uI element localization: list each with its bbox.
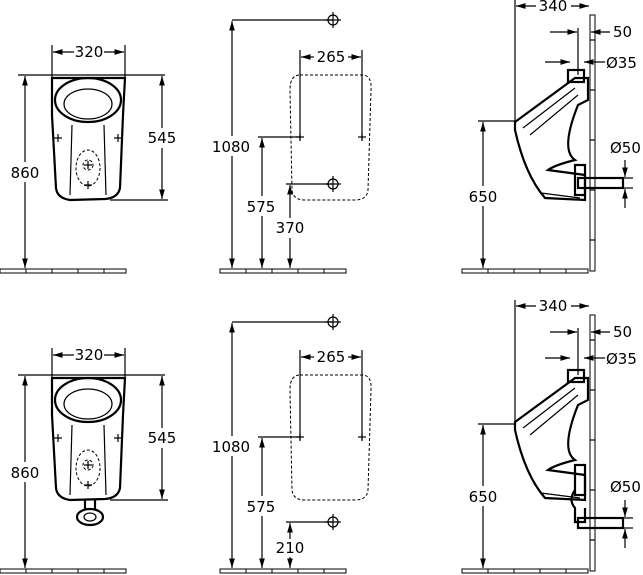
wall-view-top: 1080 265 575 370 — [212, 11, 372, 274]
bracket-width-label: 265 — [317, 348, 346, 366]
inlet-diameter-label: Ø35 — [606, 350, 637, 368]
wall-view-bottom: 1080 265 575 210 — [212, 313, 372, 574]
outlet-diameter-label: Ø50 — [610, 139, 641, 157]
bowl-height-label: 545 — [148, 429, 177, 447]
inlet-offset-label: 50 — [613, 23, 632, 41]
front-view-bottom: 320 860 545 — [0, 346, 180, 574]
front-view-top: 320 860 545 — [0, 43, 180, 274]
outlet-diameter-label: Ø50 — [610, 478, 641, 496]
inlet-height-label: 1080 — [212, 138, 250, 156]
inlet-diameter-label: Ø35 — [606, 54, 637, 72]
bowl-height-label: 545 — [148, 129, 177, 147]
inlet-offset-label: 50 — [613, 323, 632, 341]
width-label: 320 — [75, 346, 104, 364]
depth-label: 340 — [539, 297, 568, 315]
width-label: 320 — [75, 43, 104, 61]
side-view-top: 340 50 Ø35 650 Ø50 — [461, 0, 641, 274]
bracket-height-label: 575 — [247, 198, 276, 216]
rim-height-label: 650 — [469, 488, 498, 506]
total-height-label: 860 — [11, 164, 40, 182]
bracket-height-label: 575 — [247, 498, 276, 516]
rim-height-label: 650 — [469, 188, 498, 206]
depth-label: 340 — [539, 0, 568, 15]
outlet-height-label: 370 — [276, 219, 305, 237]
total-height-label: 860 — [11, 464, 40, 482]
outlet-height-label: 210 — [276, 539, 305, 557]
side-view-bottom: 340 50 Ø35 650 Ø50 — [461, 297, 641, 574]
inlet-height-label: 1080 — [212, 438, 250, 456]
bracket-width-label: 265 — [317, 48, 346, 66]
